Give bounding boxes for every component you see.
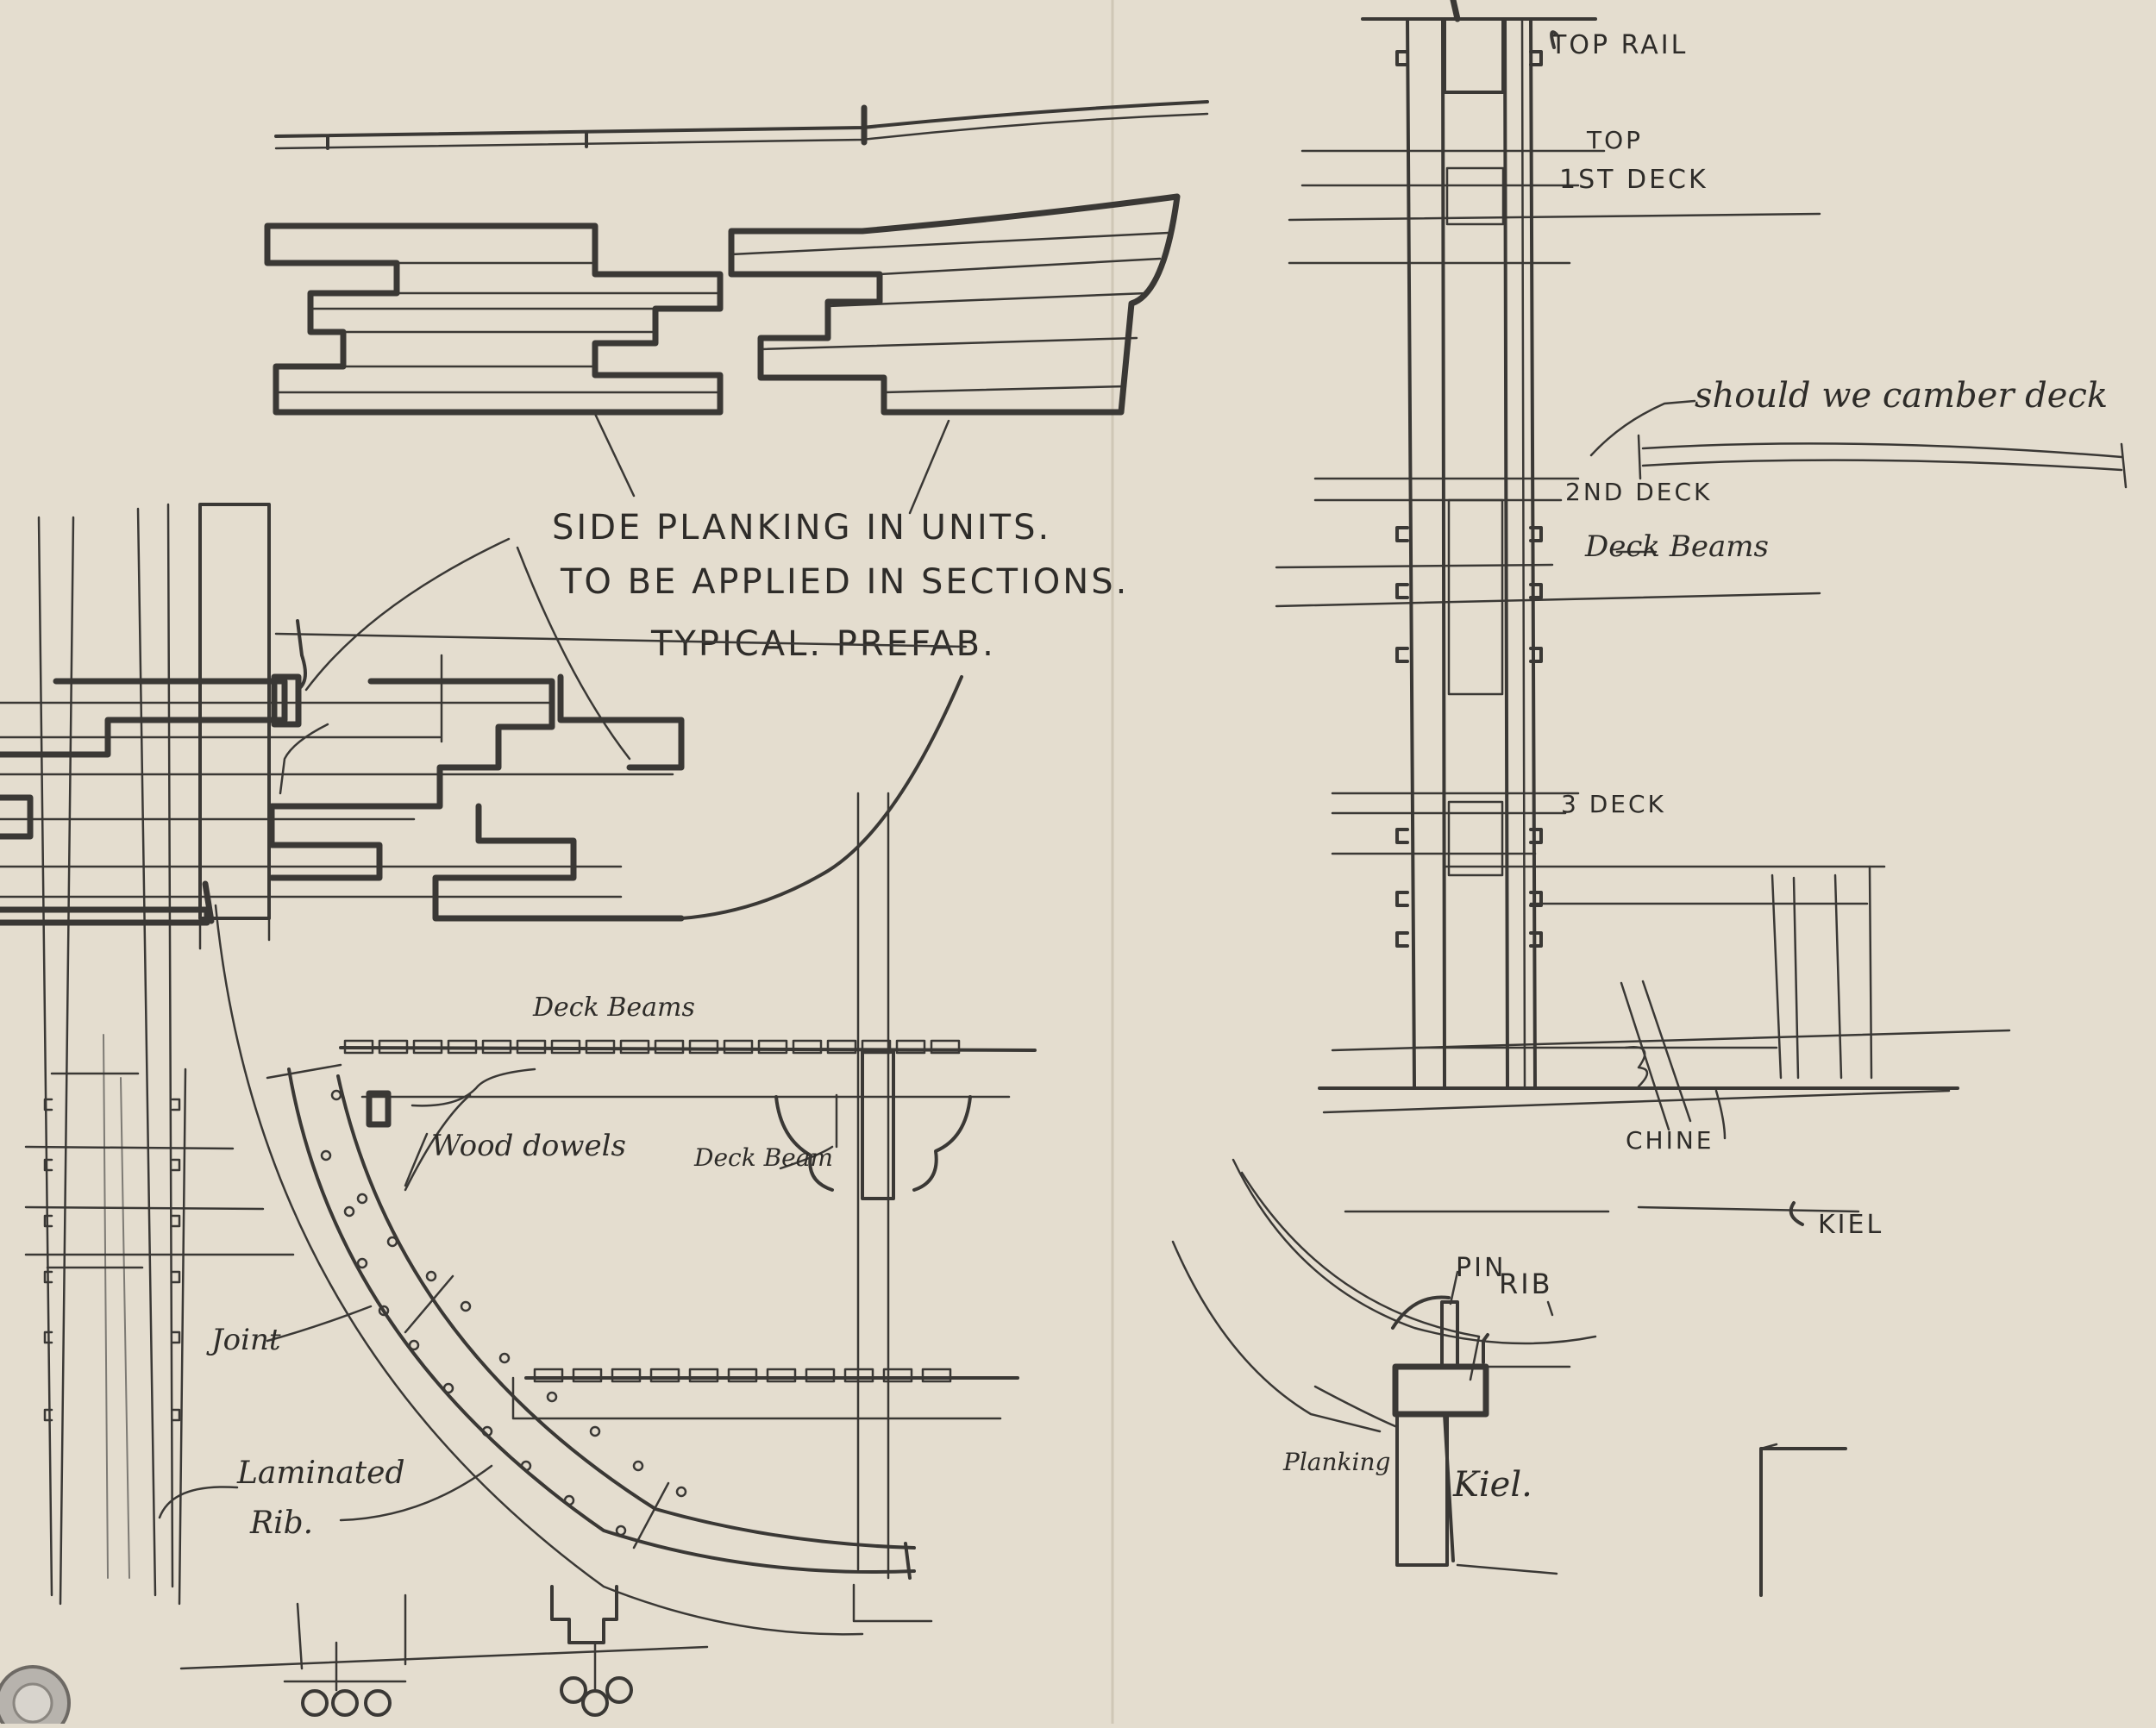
planking-label: Planking: [1282, 1448, 1390, 1476]
camber-note: should we camber deck: [1695, 376, 2108, 416]
second-deck-label: 2ND DECK: [1565, 478, 1712, 506]
right-deck-section: [1171, 0, 2128, 1597]
side-planking-note: SIDE PLANKING IN UNITS. TO BE APPLIED IN…: [552, 508, 1129, 664]
deck-beams-label-right: Deck Beams: [1584, 529, 1769, 564]
third-deck-label: 3 DECK: [1561, 790, 1666, 818]
joint-label: Joint: [206, 1323, 281, 1357]
left-hull-section: [0, 503, 1037, 1717]
wood-dowels-label: Wood dowels: [431, 1129, 626, 1163]
kiel-label-section: Kiel.: [1452, 1465, 1532, 1505]
laminated-label: Laminated: [236, 1456, 404, 1491]
pin-label: PIN: [1456, 1253, 1506, 1283]
rib-label-left: Rib.: [249, 1506, 313, 1541]
side-note-line-1: SIDE PLANKING IN UNITS.: [552, 508, 1051, 548]
deck-beams-label-left: Deck Beams: [532, 992, 695, 1023]
rib-label-right: RIB: [1499, 1268, 1553, 1300]
kiel-label-right: KIEL: [1818, 1210, 1883, 1240]
side-note-line-2: TO BE APPLIED IN SECTIONS.: [560, 562, 1129, 602]
top-rail-label: TOP RAIL: [1550, 30, 1688, 60]
chine-label: CHINE: [1626, 1126, 1714, 1155]
first-deck-label: 1ST DECK: [1559, 165, 1708, 195]
top-planking-sketch: [264, 100, 1209, 515]
pushpin-icon: [0, 1665, 71, 1728]
top-label: TOP: [1586, 126, 1643, 154]
deck-beam-label-small: Deck Beam: [693, 1143, 833, 1172]
